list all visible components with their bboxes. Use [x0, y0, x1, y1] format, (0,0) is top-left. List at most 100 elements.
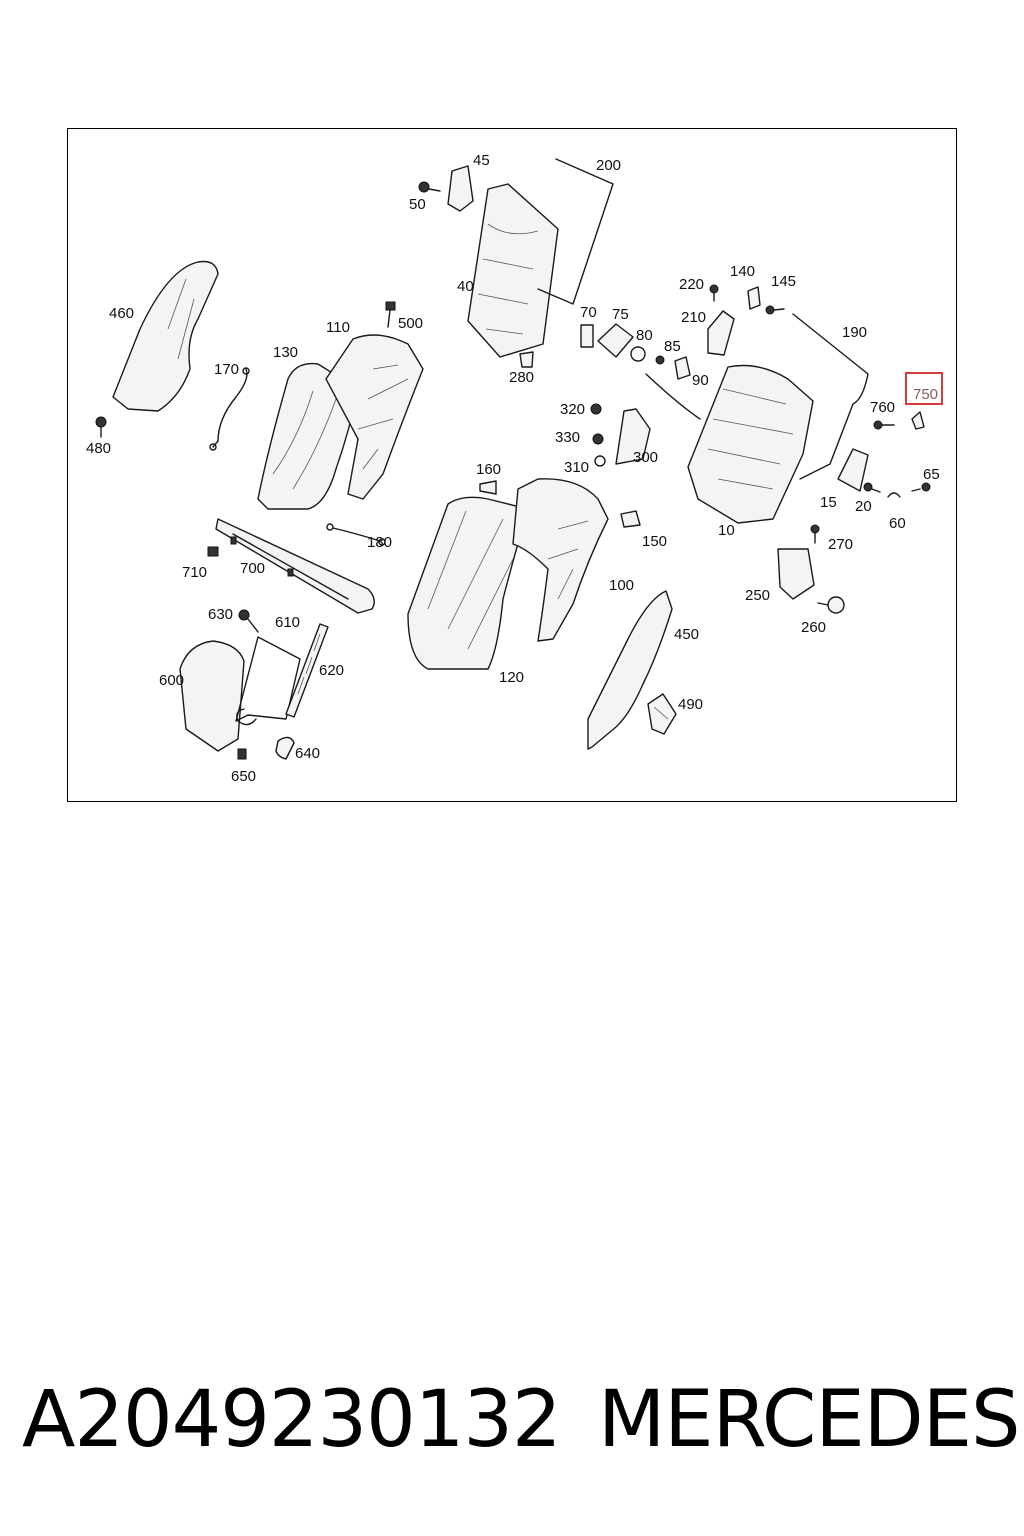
callout-630: 630: [208, 606, 233, 623]
callout-310: 310: [564, 459, 589, 476]
callout-250: 250: [745, 587, 770, 604]
callout-130: 130: [273, 344, 298, 361]
callout-200: 200: [596, 157, 621, 174]
callout-750: 750: [913, 386, 938, 403]
part-330-bolt: [592, 433, 604, 445]
part-320-bolt: [590, 403, 602, 415]
part-500-screw: [385, 301, 396, 328]
part-490-bracket: [647, 693, 677, 735]
part-90-bracket: [674, 356, 691, 380]
callout-85: 85: [664, 338, 681, 355]
callout-10: 10: [718, 522, 735, 539]
part-10-backrest-frame: [687, 364, 814, 524]
callout-60: 60: [889, 515, 906, 532]
callout-700: 700: [240, 560, 265, 577]
part-270-screw: [810, 524, 820, 544]
part-170-cable: [212, 368, 248, 448]
callout-80: 80: [636, 327, 653, 344]
part-250-bracket: [777, 548, 815, 600]
callout-260: 260: [801, 619, 826, 636]
callout-300: 300: [633, 449, 658, 466]
part-20-bolt: [863, 482, 881, 493]
part-610-bracket: [235, 636, 301, 726]
part-110-backrest-frame: [325, 334, 424, 500]
part-150-clip: [620, 510, 641, 528]
part-480-screw: [95, 416, 107, 438]
callout-75: 75: [612, 306, 629, 323]
part-40-center-frame: [467, 183, 559, 358]
callout-160: 160: [476, 461, 501, 478]
part-300-hinge: [615, 408, 651, 465]
callout-460: 460: [109, 305, 134, 322]
callout-170: 170: [214, 361, 239, 378]
part-120-seat-cushion: [407, 496, 529, 670]
callout-40: 40: [457, 278, 474, 295]
callout-15: 15: [820, 494, 837, 511]
part-50-bolt: [418, 181, 441, 193]
callout-280: 280: [509, 369, 534, 386]
callout-750-highlight: [905, 372, 943, 405]
callout-90: 90: [692, 372, 709, 389]
part-600-armrest: [179, 640, 245, 752]
part-760-bolt: [873, 420, 895, 430]
part-190-panel: [792, 313, 869, 480]
callout-450: 450: [674, 626, 699, 643]
callout-65: 65: [923, 466, 940, 483]
part-210-bracket: [707, 310, 735, 356]
part-750-clip: [911, 411, 925, 430]
callout-180: 180: [367, 534, 392, 551]
callout-490: 490: [678, 696, 703, 713]
part-60-clip: [887, 492, 901, 498]
part-710-clip: [207, 546, 219, 557]
callout-20: 20: [855, 498, 872, 515]
part-45-latch: [447, 165, 474, 212]
callout-190: 190: [842, 324, 867, 341]
part-460-side-cover: [112, 260, 219, 412]
callout-760: 760: [870, 399, 895, 416]
callout-150: 150: [642, 533, 667, 550]
part-310-nut: [594, 455, 606, 467]
callout-710: 710: [182, 564, 207, 581]
part-640-cap: [275, 736, 295, 760]
part-700-rail: [215, 518, 375, 614]
callout-50: 50: [409, 196, 426, 213]
parts-diagram: 45 200 50 40 460 110 500 130 170 280 220…: [67, 128, 957, 802]
part-220-screw: [709, 284, 719, 302]
callout-220: 220: [679, 276, 704, 293]
part-100-seat-cover: [512, 478, 609, 642]
part-630-screw: [238, 609, 259, 633]
callout-45: 45: [473, 152, 490, 169]
callout-145: 145: [771, 273, 796, 290]
callout-140: 140: [730, 263, 755, 280]
callout-70: 70: [580, 304, 597, 321]
callout-620: 620: [319, 662, 344, 679]
part-80-ring: [630, 346, 646, 362]
part-number: A2049230132: [22, 1375, 562, 1465]
callout-120: 120: [499, 669, 524, 686]
part-70-pad: [580, 324, 594, 348]
part-75-housing: [597, 323, 634, 358]
part-140-clip: [747, 286, 761, 310]
part-85-screw: [655, 355, 665, 365]
callout-480: 480: [86, 440, 111, 457]
callout-330: 330: [555, 429, 580, 446]
callout-110: 110: [326, 319, 350, 336]
part-450-side-cover: [587, 590, 673, 750]
part-260-bolt: [817, 596, 845, 614]
part-620-rail: [285, 623, 329, 718]
exploded-seat-diagram: 45 200 50 40 460 110 500 130 170 280 220…: [86, 152, 943, 785]
part-15-latch: [837, 448, 869, 492]
callout-640: 640: [295, 745, 320, 762]
part-65-screw: [911, 482, 931, 492]
part-650-clip: [237, 748, 247, 760]
callout-210: 210: [681, 309, 706, 326]
callout-650: 650: [231, 768, 256, 785]
part-cable-link: [645, 373, 701, 420]
part-180-cable: [326, 523, 386, 546]
brand-name: MERCEDES: [598, 1375, 1020, 1465]
part-280-clip: [519, 351, 534, 368]
callout-600: 600: [159, 672, 184, 689]
callout-500: 500: [398, 315, 423, 332]
footer: A2049230132 MERCEDES: [0, 1370, 1024, 1470]
callout-610: 610: [275, 614, 300, 631]
